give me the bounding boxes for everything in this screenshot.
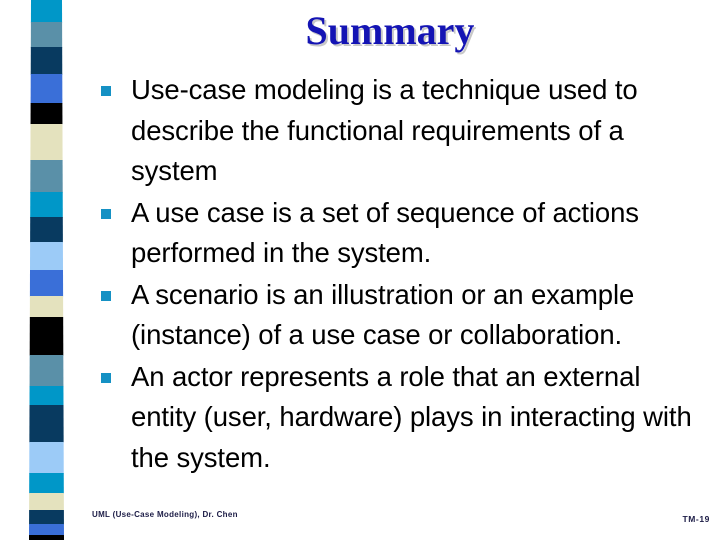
footer-source-label: UML (Use-Case Modeling), Dr. Chen [92, 510, 238, 519]
square-bullet-icon [101, 86, 111, 96]
stripe-band-segment [29, 510, 64, 525]
square-bullet-icon [101, 372, 111, 383]
list-item: An actor represents a role that an exter… [98, 357, 706, 479]
stripe-band-segment [29, 317, 64, 356]
page-title: Summary [305, 8, 475, 53]
stripe-band-segment [29, 47, 64, 75]
stripe-band-segment [29, 355, 64, 387]
left-color-stripe-band [0, 0, 80, 540]
square-bullet-icon [101, 208, 111, 219]
stripe-band-segment [29, 103, 64, 125]
list-item-text: Use-case modeling is a technique used to… [131, 74, 638, 186]
stripe-band-segment [29, 405, 64, 443]
stripe-band-segment [29, 524, 64, 536]
stripe-band-segment [29, 192, 64, 218]
stripe-band-segment [29, 0, 64, 23]
list-item: A use case is a set of sequence of actio… [98, 193, 706, 274]
list-item-text: An actor represents a role that an exter… [131, 360, 692, 473]
list-item: Use-case modeling is a technique used to… [98, 70, 706, 192]
stripe-band-segment [29, 386, 64, 406]
stripe-band-segment [29, 493, 64, 511]
stripe-band-segment [29, 535, 64, 540]
stripe-band-segment [29, 217, 64, 243]
stripe-band-segment [29, 22, 64, 48]
list-item: A scenario is an illustration or an exam… [98, 275, 706, 356]
list-item-text: A use case is a set of sequence of actio… [131, 196, 639, 269]
stripe-band-segment [29, 442, 64, 474]
stripe-band-segment [29, 473, 64, 494]
title-block: Summary [90, 10, 690, 52]
list-item-text: A scenario is an illustration or an exam… [131, 278, 635, 351]
square-bullet-icon [101, 290, 111, 301]
slide-number-label: TM-19 [682, 514, 710, 524]
stripe-band-segment [29, 160, 64, 193]
bullet-list: Use-case modeling is a technique used to… [98, 70, 706, 479]
stripe-band-group [29, 0, 64, 540]
stripe-band-segment [29, 296, 64, 318]
stripe-band-segment [29, 74, 64, 104]
stripe-band-segment [29, 124, 64, 161]
stripe-band-segment [29, 242, 64, 271]
stripe-band-segment [29, 270, 64, 297]
